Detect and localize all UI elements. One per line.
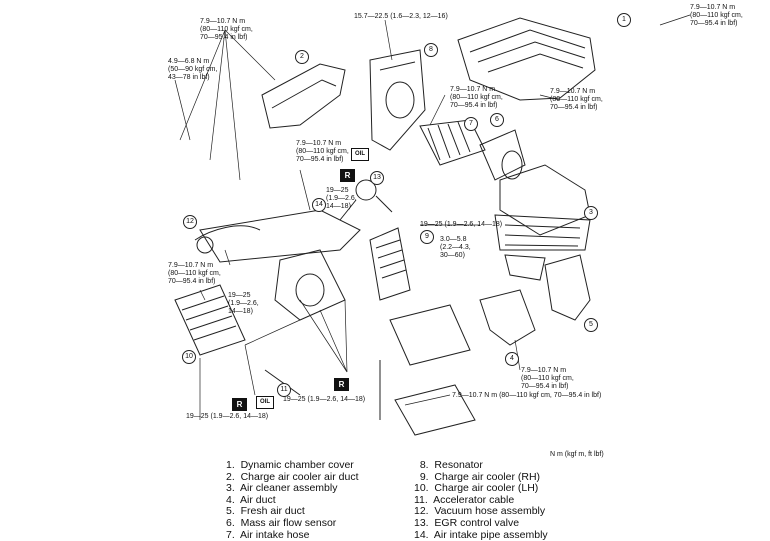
mass-air-flow-sensor-part <box>479 129 526 181</box>
callout-11: 11 <box>277 383 291 397</box>
replace-badge: R <box>232 398 247 411</box>
callout-8: 8 <box>424 43 438 57</box>
torque-label-top-left: 7.9—10.7 N m (80—110 kgf cm, 70—95.4 in … <box>200 18 253 41</box>
oil-badge: OIL <box>351 148 369 161</box>
legend-item: 13. EGR control valve <box>414 516 520 529</box>
torque-label-top-right: 7.9—10.7 N m (80—110 kgf cm, 70—95.4 in … <box>690 4 743 27</box>
replace-badge: R <box>340 169 355 182</box>
air-cleaner-assembly-part <box>494 164 591 281</box>
callout-14: 14 <box>312 198 326 212</box>
torque-label-bracket: 7.9—10.7 N m (80—110 kgf cm, 70—95.4 in … <box>452 392 602 399</box>
callout-10: 10 <box>182 350 196 364</box>
torque-label-center-left: 7.9—10.7 N m (80—110 kgf cm, 70—95.4 in … <box>296 140 349 163</box>
legend-item: 2. Charge air cooler air duct <box>226 470 359 483</box>
legend-item: 7. Air intake hose <box>226 528 310 541</box>
torque-label-cable-nut: 3.0—5.8 (2.2—4.3, 30—60) <box>440 236 471 259</box>
accelerator-cable-part <box>264 369 301 396</box>
legend-item: 4. Air duct <box>226 493 276 506</box>
callout-3: 3 <box>584 206 598 220</box>
charge-air-cooler-duct-part <box>261 63 346 129</box>
callout-5: 5 <box>584 318 598 332</box>
callout-13: 13 <box>370 171 384 185</box>
air-duct-part <box>479 289 536 346</box>
torque-label-resonator: 7.9—10.7 N m (80—110 kgf cm, 70—95.4 in … <box>450 86 503 109</box>
leader-lines <box>174 14 691 420</box>
torque-label-bottom-left: 19—25 (1.9—2.6, 14—18) <box>186 413 269 420</box>
oil-badge: OIL <box>256 396 274 409</box>
legend-item: 5. Fresh air duct <box>226 505 305 518</box>
legend-item: 9. Charge air cooler (RH) <box>414 470 541 483</box>
torque-label-air-duct: 7.9—10.7 N m (80—110 kgf cm, 70—95.4 in … <box>521 367 574 390</box>
legend-item: 8. Resonator <box>414 459 483 471</box>
callout-4: 4 <box>505 352 519 366</box>
legend-item: 6. Mass air flow sensor <box>226 516 337 529</box>
air-intake-pipe-assembly-part <box>199 209 361 321</box>
parts-legend-right: 8. Resonator 9. Charge air cooler (RH) 1… <box>414 459 548 541</box>
torque-label-left-small: 4.9—6.8 N m (50—90 kgf cm, 43—78 in lbf) <box>168 58 218 81</box>
charge-air-cooler-rh-part <box>369 227 411 301</box>
air-intake-hose-part <box>419 119 486 166</box>
callout-7: 7 <box>464 117 478 131</box>
dynamic-chamber-cover-part <box>457 17 596 101</box>
vacuum-hose-assembly-part <box>194 225 261 254</box>
torque-label-left-mid: 7.9—10.7 N m (80—110 kgf cm, 70—95.4 in … <box>168 262 221 285</box>
callout-1: 1 <box>617 13 631 27</box>
callout-6: 6 <box>490 113 504 127</box>
callout-2: 2 <box>295 50 309 64</box>
torque-label-bottom-center: 19—25 (1.9—2.6, 14—18) <box>283 396 366 403</box>
torque-label-egr: 19—25 (1.9—2.6, 14—18) <box>326 187 357 210</box>
legend-item: 11. Accelerator cable <box>414 493 515 506</box>
bracket-part <box>379 304 476 436</box>
units-note: N m (kgf m, ft lbf) <box>550 451 604 458</box>
parts-legend-left: 1. Dynamic chamber cover 2. Charge air c… <box>226 459 359 541</box>
fresh-air-duct-part <box>544 254 591 321</box>
replace-badge: R <box>334 378 349 391</box>
torque-label-right-cover: 7.9—10.7 N m (80—110 kgf cm, 70—95.4 in … <box>550 88 603 111</box>
egr-control-valve-part <box>339 179 393 221</box>
torque-label-cooler-nut: 19—25 (1.9—2.6, 14—18) <box>420 221 503 228</box>
legend-item: 3. Air cleaner assembly <box>226 482 338 495</box>
legend-item: 12. Vacuum hose assembly <box>414 505 546 518</box>
legend-item: 14. Air intake pipe assembly <box>414 528 548 541</box>
legend-item: 1. Dynamic chamber cover <box>226 459 354 471</box>
callout-9: 9 <box>420 230 434 244</box>
torque-label-left-lower: 19—25 (1.9—2.6, 14—18) <box>228 292 259 315</box>
callout-12: 12 <box>183 215 197 229</box>
resonator-part <box>369 49 426 151</box>
torque-label-top-center: 15.7—22.5 (1.6—2.3, 12—16) <box>354 13 448 20</box>
charge-air-cooler-lh-part <box>174 284 246 356</box>
legend-item: 10. Charge air cooler (LH) <box>414 482 539 495</box>
